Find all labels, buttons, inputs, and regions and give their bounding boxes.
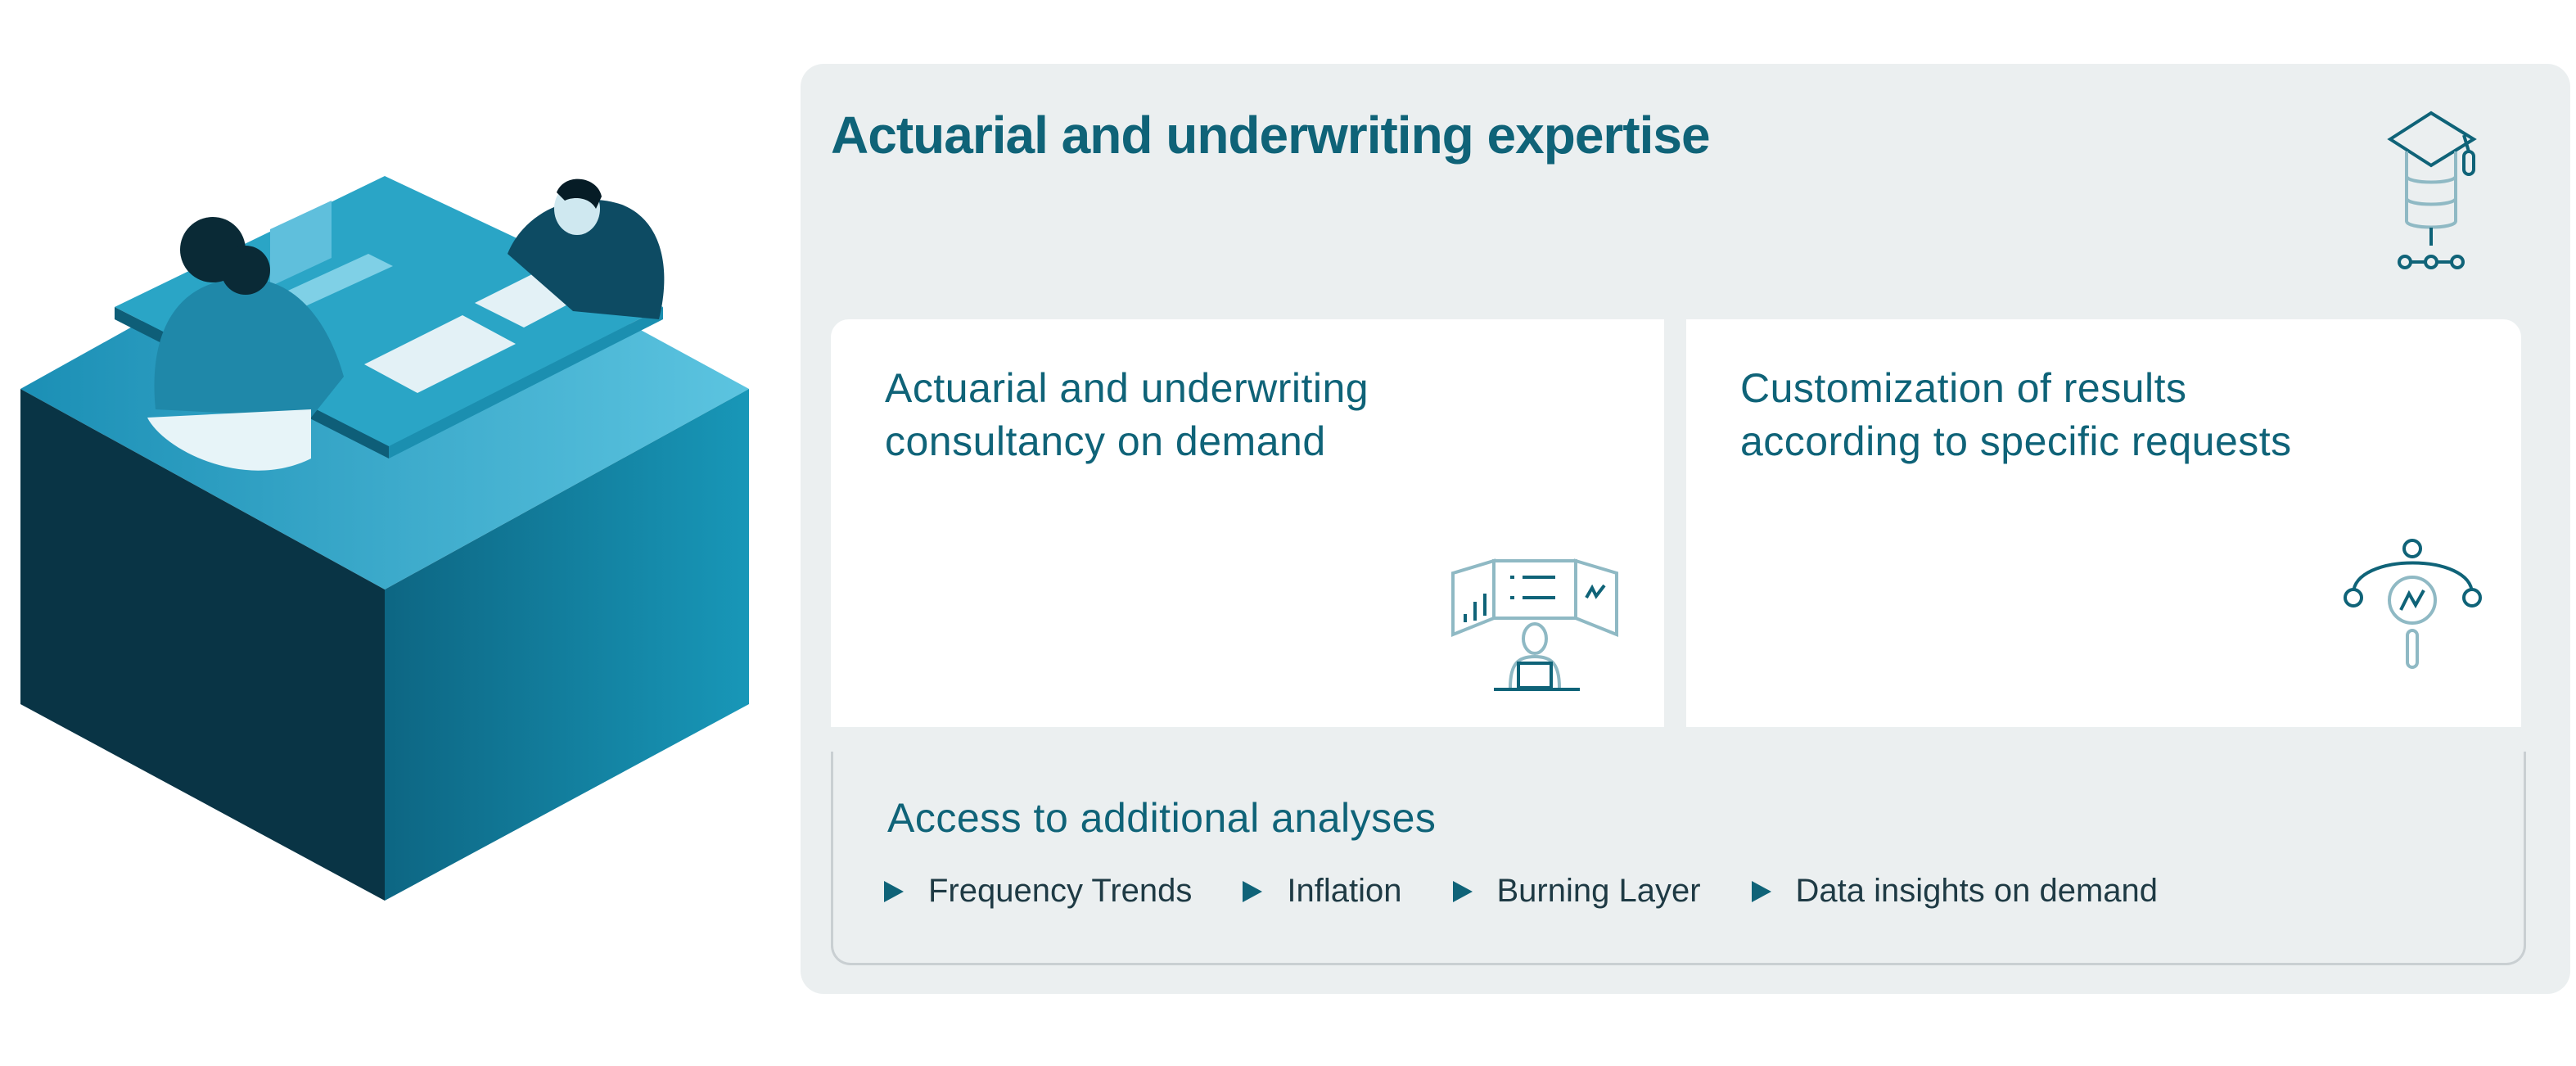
list-item: Frequency Trends — [884, 873, 1192, 910]
list-item: Data insights on demand — [1751, 873, 2158, 910]
search-chart-icon — [2344, 539, 2482, 669]
analyst-dashboard-icon — [1451, 558, 1618, 691]
triangle-bullet-icon — [1751, 880, 1771, 902]
list-item: Inflation — [1243, 873, 1402, 910]
additional-analyses-section: Access to additional analyses Frequency … — [831, 752, 2526, 965]
triangle-bullet-icon — [1452, 880, 1473, 902]
additional-analyses-heading: Access to additional analyses — [887, 795, 1437, 841]
triangle-bullet-icon — [884, 880, 904, 902]
consultation-illustration — [20, 176, 749, 901]
analyses-list: Frequency Trends Inflation Burning Layer… — [884, 873, 2208, 910]
triangle-bullet-icon — [1243, 880, 1263, 902]
panel-title: Actuarial and underwriting expertise — [831, 106, 1711, 165]
graduation-database-icon — [2387, 111, 2477, 269]
list-item: Burning Layer — [1452, 873, 1701, 910]
